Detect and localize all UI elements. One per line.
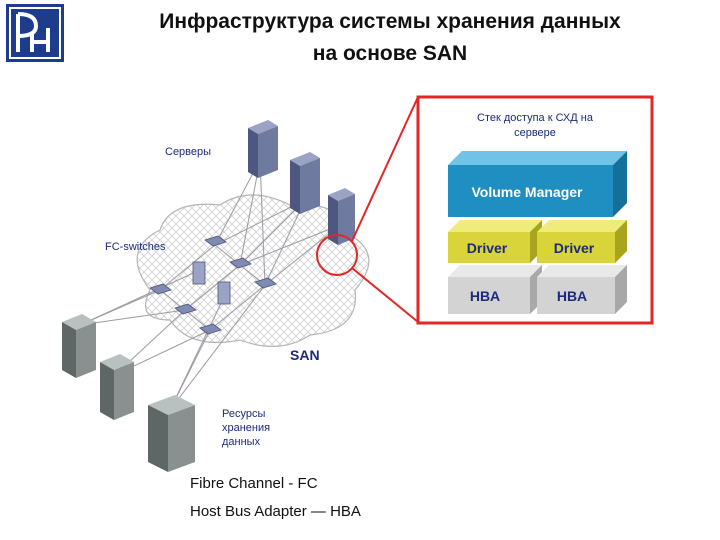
volume-manager-block: Volume Manager — [448, 151, 627, 217]
storage-label-line-2: хранения — [222, 422, 270, 434]
driver-label-2: Driver — [554, 240, 595, 256]
servers-label: Серверы — [165, 146, 211, 158]
storage-array-1 — [62, 314, 96, 378]
highlight-connector-bottom — [351, 267, 419, 323]
page-title-line-1: Инфраструктура системы хранения данных — [159, 10, 621, 33]
storage-array-2 — [100, 354, 134, 420]
driver-block-2: Driver — [537, 220, 627, 263]
san-cloud — [136, 194, 370, 348]
highlight-circle — [316, 234, 358, 276]
storage-array-3 — [148, 395, 195, 472]
volume-manager-label: Volume Manager — [472, 184, 584, 200]
san-label: SAN — [290, 347, 320, 363]
storage-label-line-1: Ресурсы — [222, 408, 265, 420]
hba-block-1: HBA — [448, 265, 542, 314]
page-title: Инфраструктура системы хранения данных н… — [70, 6, 710, 70]
university-logo — [6, 4, 64, 62]
server-1 — [248, 120, 278, 178]
server-2 — [290, 152, 320, 214]
driver-block-1: Driver — [448, 220, 542, 263]
caption-fc: Fibre Channel - FC — [190, 475, 318, 492]
hba-block-2: HBA — [537, 265, 627, 314]
hba-label-1: HBA — [470, 288, 500, 304]
driver-label-1: Driver — [467, 240, 508, 256]
stack-title-line-1: Стек доступа к СХД на — [477, 112, 594, 124]
connection-lines — [79, 159, 341, 411]
server-3 — [328, 188, 355, 245]
highlight-connector-top — [351, 96, 419, 242]
caption-hba: Host Bus Adapter — HBA — [190, 503, 361, 520]
page-title-line-2: на основе SAN — [312, 42, 468, 65]
storage-label-line-3: данных — [222, 436, 261, 448]
fc-switches-label: FC-switches — [105, 241, 166, 253]
fc-switches — [149, 235, 277, 335]
stack-title-line-2: сервере — [514, 127, 556, 139]
hba-label-2: HBA — [557, 288, 587, 304]
san-diagram: Серверы FC-switches SAN Ресурсы хранения… — [62, 95, 654, 472]
